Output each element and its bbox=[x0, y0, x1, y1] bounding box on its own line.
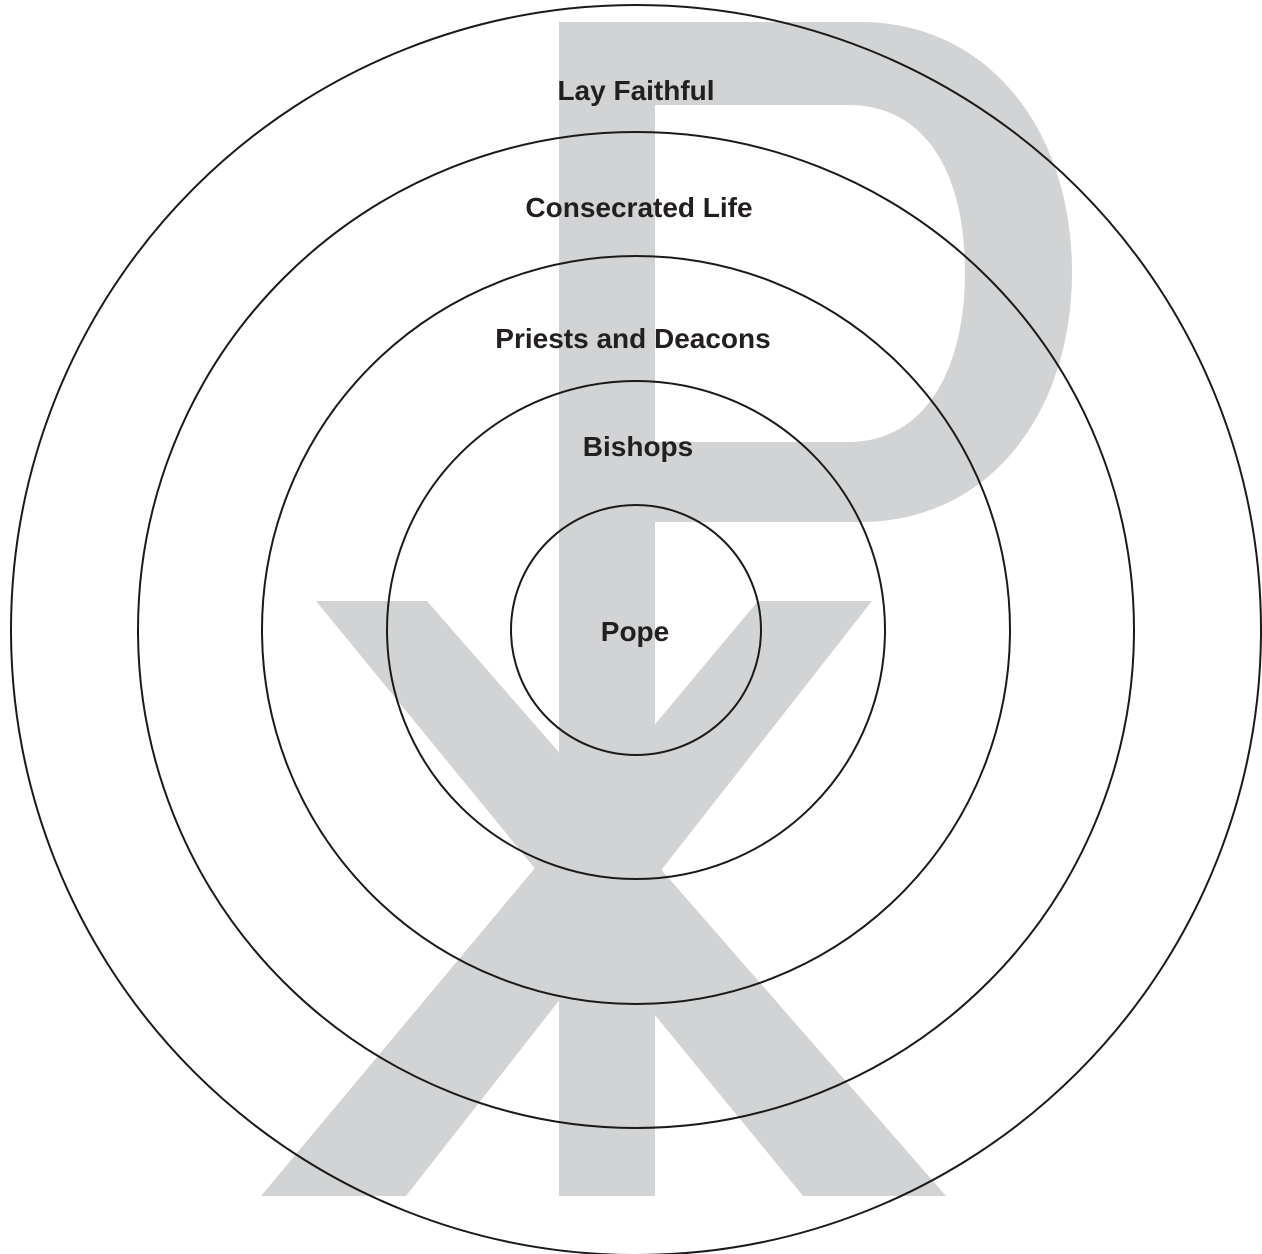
chi-stroke-right-shape bbox=[261, 601, 872, 1196]
label-bishops: Bishops bbox=[583, 431, 693, 462]
ring-priests-and-deacons bbox=[261, 255, 1011, 1005]
chi-rho-icon bbox=[261, 22, 1072, 1196]
rings-group bbox=[10, 4, 1262, 1254]
label-consecrated-life: Consecrated Life bbox=[525, 192, 752, 223]
ring-consecrated-life bbox=[137, 131, 1135, 1129]
ring-labels: Lay Faithful Consecrated Life Priests an… bbox=[495, 75, 770, 647]
rho-staff-shape bbox=[559, 22, 655, 1196]
label-priests-and-deacons: Priests and Deacons bbox=[495, 323, 770, 354]
ring-bishops bbox=[386, 380, 886, 880]
ring-pope bbox=[510, 504, 762, 756]
ring-lay-faithful bbox=[10, 4, 1262, 1254]
rho-bowl-shape bbox=[559, 22, 1072, 522]
label-pope: Pope bbox=[601, 616, 669, 647]
label-lay-faithful: Lay Faithful bbox=[557, 75, 714, 106]
